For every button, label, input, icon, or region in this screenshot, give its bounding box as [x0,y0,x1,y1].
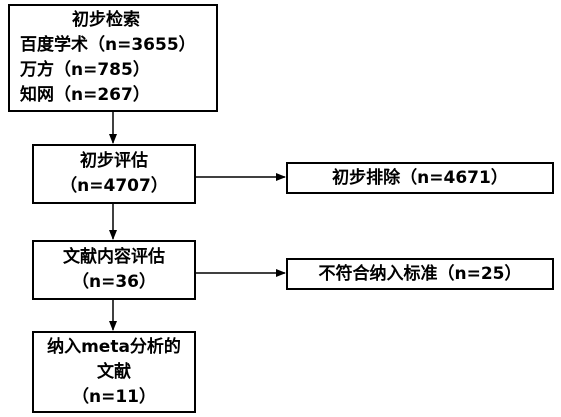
screening-count: （n=4707） [60,176,168,196]
content-title: 文献内容评估 [63,247,165,267]
initial-screening-box: 初步评估 （n=4707） [32,144,196,204]
initial-search-box: 初步检索 百度学术（n=3655） 万方（n=785） 知网（n=267） [8,4,218,112]
included-count: （n=11） [71,386,156,407]
search-cnki-count: 知网（n=267） [20,85,150,105]
criteria-exclusion-box: 不符合纳入标准（n=25） [286,258,554,290]
screening-title: 初步评估 [80,151,148,171]
content-evaluation-box: 文献内容评估 （n=36） [32,240,196,300]
search-wanfang-count: 万方（n=785） [20,60,150,80]
content-count: （n=36） [71,272,156,292]
included-studies-box: 纳入meta分析的 文献 （n=11） [32,331,196,413]
included-title-line1: 纳入meta分析的 [47,336,181,357]
included-title-line2: 文献 [97,361,131,382]
search-title: 初步检索 [72,10,140,30]
search-baidu-count: 百度学术（n=3655） [20,35,196,55]
criteria-exclusion-label: 不符合纳入标准（n=25） [318,263,522,284]
initial-exclusion-box: 初步排除（n=4671） [286,162,554,194]
initial-exclusion-label: 初步排除（n=4671） [332,167,508,188]
